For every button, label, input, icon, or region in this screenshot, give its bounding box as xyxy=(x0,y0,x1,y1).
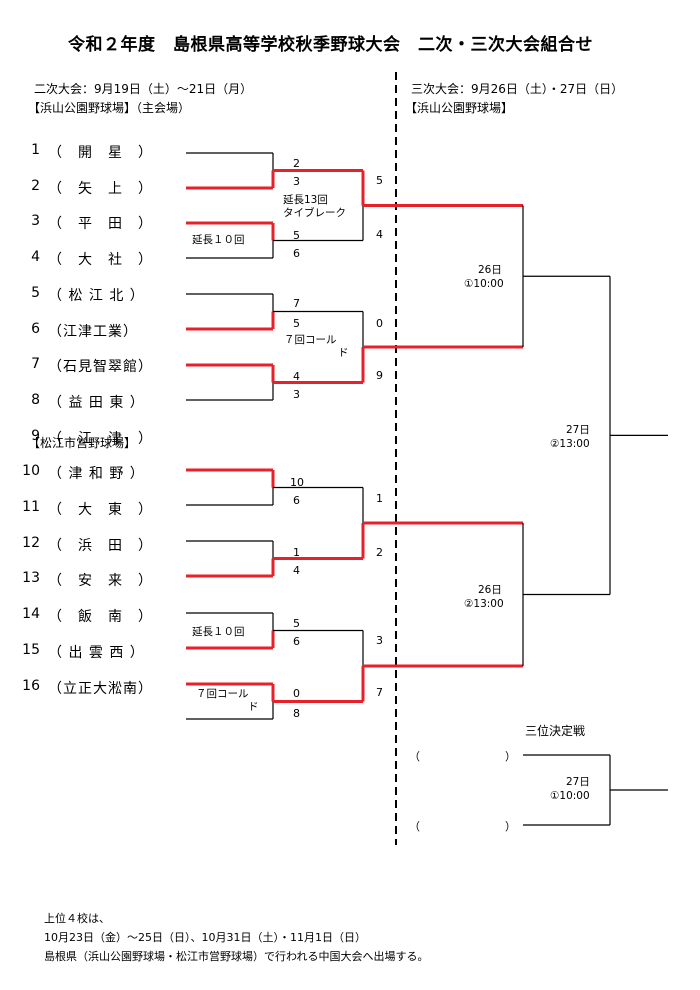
third-place-slot-close: ） xyxy=(505,750,516,763)
team-number: 2 xyxy=(31,177,40,194)
team-name: （ 益 田 東 ） xyxy=(48,394,145,411)
page-title: 令和２年度 島根県高等学校秋季野球大会 二次・三次大会組合せ xyxy=(68,35,593,55)
round1-score: 10 xyxy=(290,476,304,489)
round1-score: 5 xyxy=(293,617,300,630)
team-name: （江津工業） xyxy=(48,323,138,340)
team-number: 7 xyxy=(31,356,40,373)
team-number: 8 xyxy=(31,391,40,408)
round2-score: 9 xyxy=(376,369,383,382)
round2-score: 7 xyxy=(376,686,383,699)
team-number: 13 xyxy=(22,570,40,587)
match-note: ７回コール xyxy=(196,688,249,700)
team-number: 9 xyxy=(31,427,40,444)
round2-score: 2 xyxy=(376,546,383,559)
third-round-venue-label: 【浜山公園野球場】 xyxy=(405,101,514,115)
match-note: タイブレーク xyxy=(283,207,346,219)
third-place-label: 三位決定戦 xyxy=(525,724,586,738)
round1-score: 4 xyxy=(293,564,300,577)
footer-line: 上位４校は、 xyxy=(44,912,110,925)
team-number: 14 xyxy=(22,606,40,623)
team-number: 4 xyxy=(31,249,40,266)
round1-score: 2 xyxy=(293,157,300,170)
round1-score: 8 xyxy=(293,707,300,720)
match-note: ド xyxy=(248,701,259,713)
team-name: （ 大 東 ） xyxy=(48,502,153,518)
match-note: 延長１０回 xyxy=(192,626,245,638)
round2-score: 0 xyxy=(376,317,383,330)
round1-score: 6 xyxy=(293,494,300,507)
semifinal2-date: 26日 xyxy=(478,584,502,596)
match-note: 延長１０回 xyxy=(192,234,245,246)
team-name: （ 開 星 ） xyxy=(48,145,153,161)
semifinal1-time: ①10:00 xyxy=(464,278,504,290)
team-number: 10 xyxy=(22,463,40,480)
round1-score: 1 xyxy=(293,546,300,559)
round1-score: 6 xyxy=(293,635,300,648)
footer-line: 10月23日（金）～25日（日）、10月31日（土）・11月1日（日） xyxy=(44,931,366,944)
round2-score: 4 xyxy=(376,228,383,241)
round1-score: 6 xyxy=(293,247,300,260)
third-place-slot-open: （ xyxy=(409,750,420,763)
team-name: （ 安 来 ） xyxy=(48,573,153,590)
team-name: （石見智翠館） xyxy=(48,359,153,376)
round1-score: 0 xyxy=(293,687,300,700)
team-name: （立正大淞南） xyxy=(48,680,153,697)
final-date: 27日 xyxy=(566,424,590,436)
round2-score: 5 xyxy=(376,174,383,187)
venue-hamayama-label: 【浜山公園野球場】（主会場） xyxy=(28,101,191,115)
round1-score: 4 xyxy=(293,370,300,383)
final-time: ②13:00 xyxy=(550,438,590,450)
third-place-date: 27日 xyxy=(566,776,590,788)
semifinal2-time: ②13:00 xyxy=(464,598,504,610)
footer-line: 島根県（浜山公園野球場・松江市営野球場）で行われる中国大会へ出場する。 xyxy=(44,950,429,963)
third-place-time: ①10:00 xyxy=(550,790,590,802)
match-note: ７回コール xyxy=(284,334,337,346)
team-number: 16 xyxy=(22,677,40,694)
team-name: （ 出 雲 西 ） xyxy=(48,644,145,661)
team-number: 1 xyxy=(31,142,40,158)
match-note: ド xyxy=(338,347,349,359)
team-name: （ 平 田 ） xyxy=(48,216,153,233)
team-number: 3 xyxy=(31,213,40,230)
semifinal1-date: 26日 xyxy=(478,264,502,276)
team-number: 12 xyxy=(22,534,40,551)
round1-score: 3 xyxy=(293,175,300,188)
team-name: （ 津 和 野 ） xyxy=(48,466,145,483)
second-round-header: 二次大会：9月19日（土）～21日（月） xyxy=(34,82,253,96)
venue-matsue-label: 【松江市営野球場】 xyxy=(28,436,137,450)
team-name: （ 矢 上 ） xyxy=(48,180,153,197)
round1-score: 3 xyxy=(293,388,300,401)
team-name: （ 大 社 ） xyxy=(48,252,153,269)
round1-score: 5 xyxy=(293,229,300,242)
third-place-slot-open: （ xyxy=(409,820,420,833)
third-place-slot-close: ） xyxy=(505,820,516,833)
round2-score: 1 xyxy=(376,492,383,505)
team-number: 5 xyxy=(31,284,40,301)
team-name: （ 江 津 ） xyxy=(48,430,153,447)
team-name: （ 浜 田 ） xyxy=(48,537,153,554)
round2-score: 3 xyxy=(376,634,383,647)
match-note: 延長13回 xyxy=(283,194,328,206)
round1-score: 7 xyxy=(293,297,300,310)
team-name: （ 松 江 北 ） xyxy=(48,287,145,304)
team-number: 11 xyxy=(22,499,40,515)
team-name: （ 飯 南 ） xyxy=(48,609,153,626)
round1-score: 5 xyxy=(293,317,300,330)
third-round-header: 三次大会：9月26日（土）・27日（日） xyxy=(411,82,624,96)
team-number: 6 xyxy=(31,320,40,337)
team-number: 15 xyxy=(22,641,40,658)
